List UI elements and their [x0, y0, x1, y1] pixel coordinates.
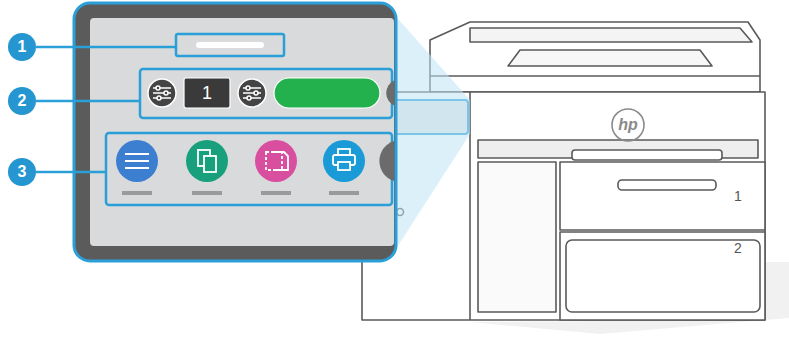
- brand-logo: hp: [618, 117, 638, 133]
- highlight-box: [106, 133, 392, 205]
- start-button: [274, 78, 380, 108]
- panel-screen: [90, 18, 394, 246]
- callout-number: 2: [18, 93, 27, 109]
- highlight-box: [176, 34, 284, 56]
- count-box: [184, 78, 230, 108]
- highlight-box: [140, 69, 392, 118]
- leader-line: [36, 47, 176, 172]
- callout-number: 3: [18, 164, 27, 180]
- tray-number: 2: [734, 241, 742, 255]
- settings-icon: [148, 79, 266, 107]
- callout-circle: [8, 33, 36, 186]
- app-icons: [116, 80, 395, 195]
- tray-number: 1: [734, 189, 742, 203]
- status-bar: [196, 42, 264, 48]
- hp-logo: [612, 109, 644, 141]
- zoom-projection: [392, 12, 470, 255]
- zoom-panel: [74, 3, 396, 261]
- copy-count: 1: [202, 84, 212, 102]
- callout-number: 1: [18, 39, 27, 55]
